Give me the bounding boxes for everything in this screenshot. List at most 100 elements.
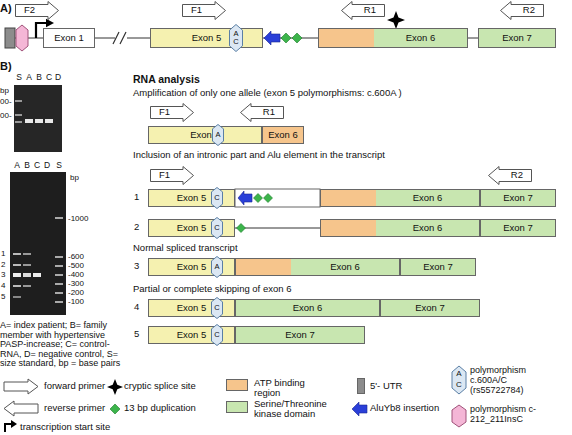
- text-label: 1: [134, 192, 139, 203]
- exon-label: Exon 5: [177, 193, 207, 204]
- primer-label: R2: [523, 5, 535, 16]
- text-label: 3: [1, 270, 5, 279]
- gel-image: [14, 85, 62, 152]
- shape-path: [212, 188, 223, 209]
- gel-band: [55, 292, 63, 294]
- cryptic-splice-star: [387, 11, 405, 29]
- exon-box: Exon 5C: [148, 219, 235, 237]
- shape-outline: [488, 166, 532, 185]
- forward-primer: F1: [150, 166, 194, 185]
- text-label: RNA analysis: [133, 73, 200, 85]
- text-label: A: [24, 73, 34, 83]
- exon-box: Exon 5 C: [148, 299, 235, 317]
- shape-path: [212, 257, 223, 278]
- gel-band: [23, 264, 31, 266]
- primer-label: R2: [511, 170, 523, 181]
- utr-box: [5, 28, 15, 48]
- gel-band: [45, 119, 53, 123]
- polymorphism-hexagon-icon: [452, 366, 466, 394]
- gel-band: [25, 119, 33, 123]
- exon-label: Exon 5: [177, 303, 207, 314]
- shape-outline: [500, 1, 544, 20]
- shape-path: [489, 167, 532, 185]
- exon-label: Exon 6: [413, 193, 443, 204]
- polymorphism-hexagon: C: [211, 324, 223, 346]
- promoter-polymorphism-hexagon: [16, 25, 28, 51]
- duplication-diamond-icon: [110, 404, 120, 414]
- primer-label: R1: [364, 5, 376, 16]
- duplication-diamond: [264, 194, 273, 203]
- legend-text: 5'- UTR: [370, 381, 402, 392]
- text-label: A: [454, 369, 464, 378]
- gel-band: [55, 283, 63, 285]
- text-label: Inclusion of an intronic part and Alu el…: [133, 150, 385, 161]
- shape-path: [212, 298, 223, 319]
- exon-label: Exon 7: [503, 223, 533, 234]
- text-label: bp: [0, 86, 9, 95]
- allele-letter: A: [214, 263, 219, 271]
- reverse-primer: R2: [488, 166, 532, 185]
- text-label: C: [454, 380, 464, 389]
- text-label: B: [34, 73, 44, 83]
- shape-path: [212, 218, 223, 239]
- exon-box: Exon 6: [320, 219, 480, 237]
- text-label: A): [0, 2, 12, 15]
- gel-band: [13, 253, 21, 255]
- text-label: S: [14, 73, 24, 83]
- exon-label: Exon 6: [330, 262, 360, 273]
- exon-box: Exon 5AC: [150, 28, 263, 48]
- shape-path: [241, 104, 284, 122]
- text-label: C: [44, 73, 54, 83]
- gel-band: [13, 285, 21, 287]
- exon-box: Exon 1: [43, 28, 95, 48]
- gel-band: [23, 253, 31, 255]
- duplication-diamond: [292, 33, 302, 43]
- exon-box: Exon 6: [320, 189, 480, 207]
- text-label: Amplification of only one allele (exon 5…: [133, 88, 402, 99]
- shape-path: [230, 25, 243, 52]
- gel-band: [55, 217, 63, 219]
- text-label: D: [53, 73, 63, 83]
- shape-path: [151, 167, 194, 185]
- primer-label: F1: [191, 5, 202, 16]
- gel-band: [13, 264, 21, 266]
- intron-line: [235, 228, 320, 229]
- legend-text: Serine/Threonine kinase domain: [254, 399, 346, 420]
- text-label: -300: [68, 279, 84, 288]
- exon-label: Exon 7: [503, 193, 533, 204]
- exon-label: Exon 7: [285, 330, 315, 341]
- primer-label: F1: [159, 170, 170, 181]
- exon-box: Exon 6: [318, 28, 468, 48]
- alu-insertion-icon: [352, 402, 367, 416]
- exon-label: Exon 1: [54, 33, 84, 44]
- text-label: -500: [68, 261, 84, 270]
- shape-outline: [15, 1, 59, 20]
- exon-label: Exon 5: [177, 223, 207, 234]
- exon-box: Exon 6: [235, 258, 400, 276]
- allele-letter: A: [233, 30, 238, 38]
- promoter-polymorphism-icon: [452, 405, 466, 427]
- text-label: 2: [1, 260, 5, 269]
- allele-letter: C: [214, 304, 219, 312]
- text-label: C: [32, 161, 42, 171]
- transcription-start-head: [46, 19, 54, 27]
- transcription-start-icon: [5, 424, 12, 432]
- transcription-start-icon-head: [11, 420, 17, 428]
- legend-swatch: [226, 401, 248, 413]
- exon-box: Exon 5C: [148, 326, 235, 344]
- forward-primer: F2: [15, 1, 59, 20]
- gel-band: [13, 296, 21, 298]
- intron-line: [468, 38, 478, 39]
- exon-label: Exon 6: [293, 303, 323, 314]
- shape-outline: [240, 103, 284, 122]
- shape-path: [151, 104, 194, 122]
- primer-label: F1: [159, 107, 170, 118]
- text-label: 00-: [0, 97, 12, 106]
- legend-text: 13 bp duplication: [124, 403, 196, 414]
- text-label: A: [12, 161, 22, 171]
- exon-box: Exon 7: [380, 299, 480, 317]
- exon-box: Exon 7: [480, 219, 556, 237]
- exon-label: Exon 7: [502, 33, 532, 44]
- exon-box: Exon 5A: [148, 126, 262, 144]
